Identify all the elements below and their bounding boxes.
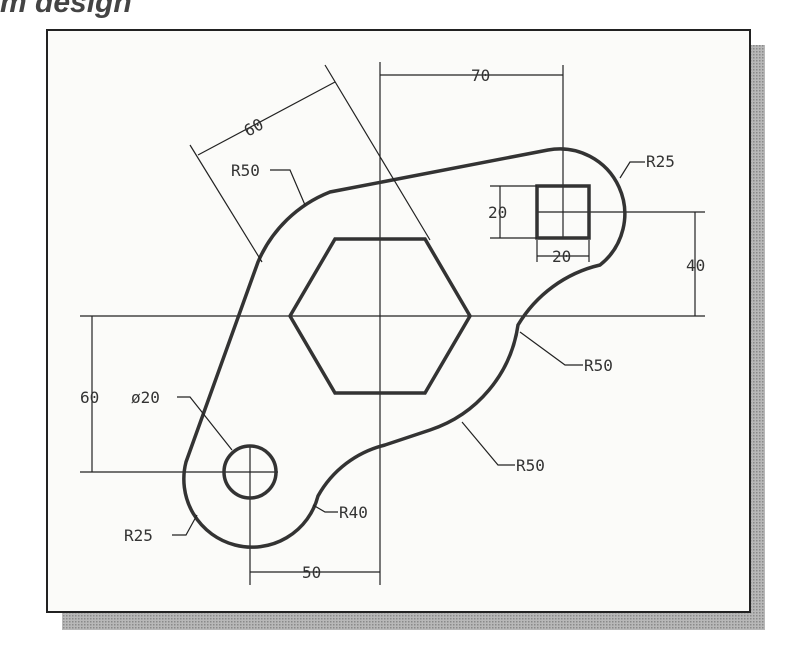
page-heading-fragment: m design xyxy=(0,0,132,19)
hexagon xyxy=(287,237,473,395)
center-lines xyxy=(80,62,705,585)
part-outline xyxy=(182,147,627,549)
dim-60-left: 60 xyxy=(80,388,99,407)
hole xyxy=(222,444,278,500)
dim-50: 50 xyxy=(302,563,321,582)
dim-70: 70 xyxy=(471,66,490,85)
callout-r25-bottom: R25 xyxy=(124,526,153,545)
callout-r50-upper: R50 xyxy=(231,161,260,180)
callout-r40: R40 xyxy=(339,503,368,522)
drawing-frame xyxy=(46,29,751,613)
callout-r50-lower: R50 xyxy=(516,456,545,475)
callout-hole-diameter: ø20 xyxy=(131,388,160,407)
dimension-lines xyxy=(91,64,696,573)
square-cutout xyxy=(535,184,591,240)
dim-40: 40 xyxy=(686,256,705,275)
callout-r25-upper: R25 xyxy=(646,152,675,171)
dim-20-height: 20 xyxy=(488,203,507,222)
callout-r50-right: R50 xyxy=(584,356,613,375)
dim-20-width: 20 xyxy=(552,247,571,266)
